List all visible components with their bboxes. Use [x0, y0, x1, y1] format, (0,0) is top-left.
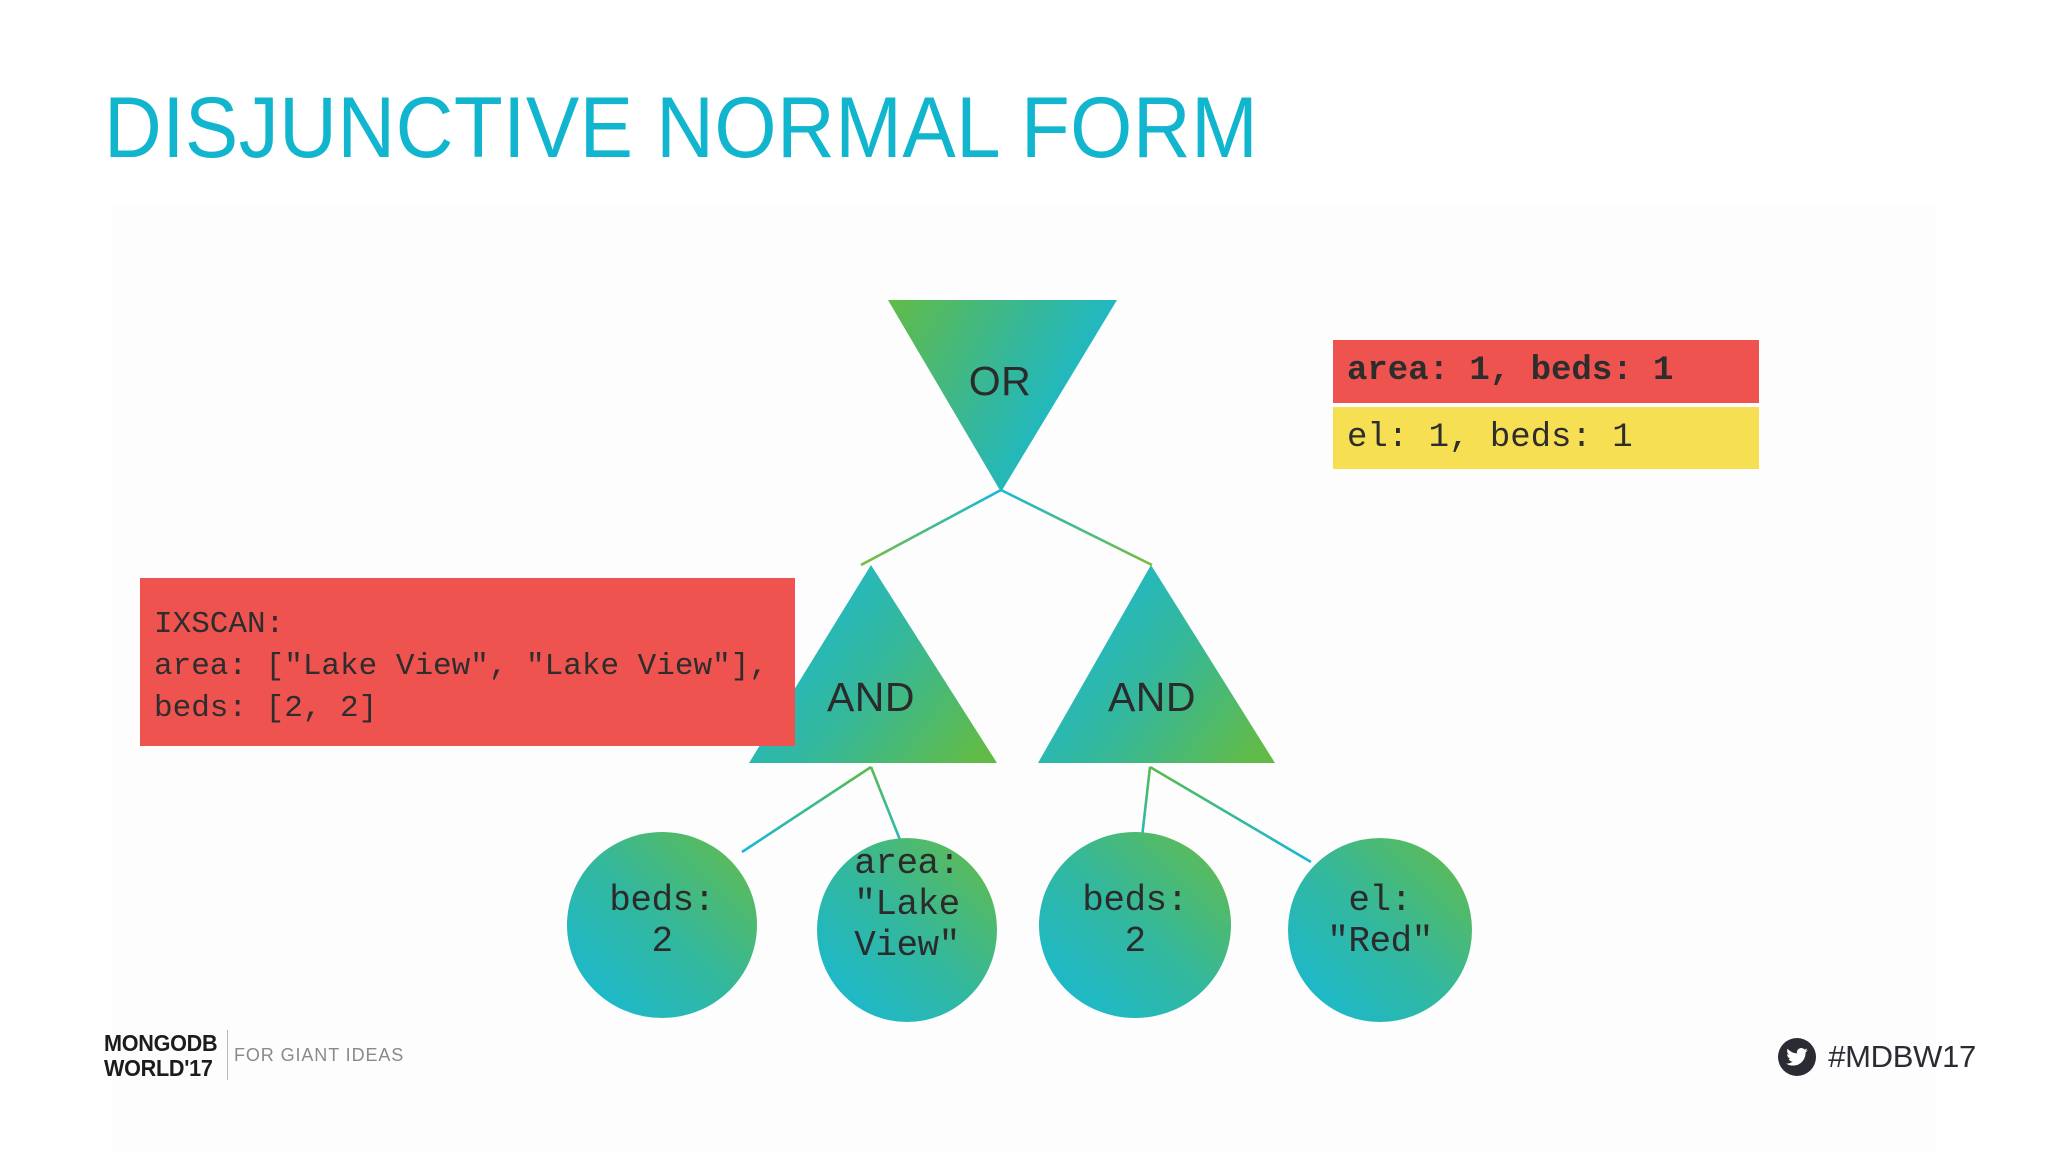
- index-annotation-yellow: el: 1, beds: 1: [1333, 407, 1759, 469]
- and-node-left-shape[interactable]: [749, 565, 997, 763]
- edge-or-to-and-right: [1000, 488, 1153, 567]
- leaf-node-2-shape[interactable]: [817, 838, 997, 1022]
- event-hashtag: #MDBW17: [1828, 1039, 1976, 1074]
- and-node-right-shape[interactable]: [1038, 565, 1275, 763]
- index-annotation-red: area: 1, beds: 1: [1333, 340, 1759, 403]
- footer-divider: [227, 1030, 228, 1080]
- leaf-node-4-shape[interactable]: [1288, 838, 1472, 1022]
- footer-tagline: FOR GIANT IDEAS: [234, 1045, 405, 1065]
- twitter-icon[interactable]: [1778, 1038, 1817, 1076]
- leaf-node-1-shape[interactable]: [567, 832, 757, 1018]
- edge-and-left-to-leaf-1: [741, 765, 872, 854]
- or-node-shape[interactable]: [888, 300, 1117, 492]
- page-title: DISJUNCTIVE NORMAL FORM: [104, 80, 1259, 176]
- edge-or-to-and-left: [860, 488, 1002, 567]
- footer-social: #MDBW17: [1778, 1038, 1976, 1076]
- ixscan-annotation: IXSCAN: area: ["Lake View", "Lake View"]…: [140, 578, 795, 746]
- edge-and-right-to-leaf-4: [1149, 765, 1312, 864]
- leaf-node-3-shape[interactable]: [1039, 832, 1231, 1018]
- mongodb-world-logo: MONGODB WORLD'17: [104, 1030, 218, 1081]
